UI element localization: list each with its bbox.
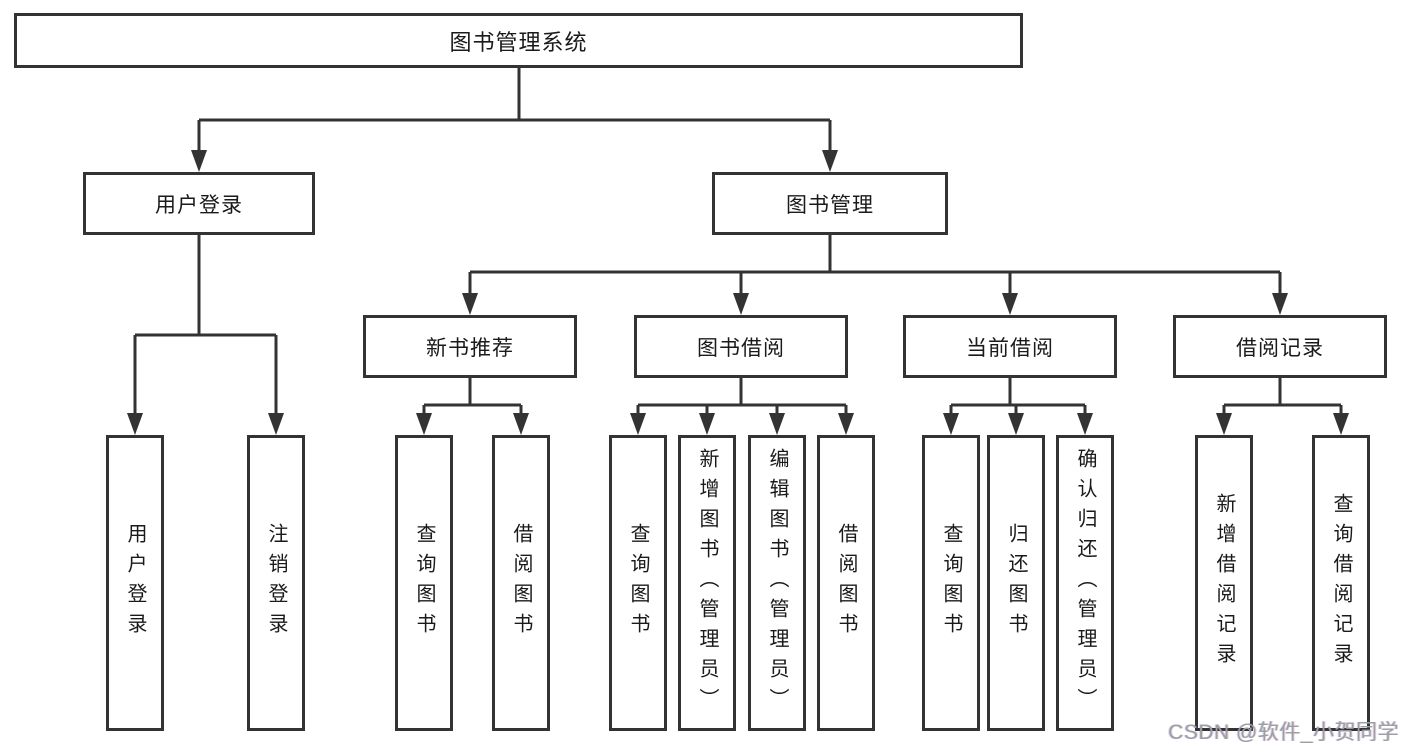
- node-leaf-cb-return-books-label: 归还图书: [1005, 523, 1027, 643]
- node-leaf-cb-query-books-label: 查询图书: [940, 523, 962, 643]
- node-leaf-br-query-record-label: 查询借阅记录: [1330, 493, 1352, 673]
- node-leaf-bb-add-books: 新增图书（管理员）: [678, 435, 736, 731]
- node-current-borrow-label: 当前借阅: [966, 336, 1054, 360]
- node-leaf-br-add-record-label: 新增借阅记录: [1213, 493, 1235, 673]
- node-leaf-br-query-record: 查询借阅记录: [1312, 435, 1370, 731]
- node-leaf-nb-borrow-books: 借阅图书: [492, 435, 550, 731]
- node-leaf-bb-borrow-books: 借阅图书: [817, 435, 875, 731]
- node-leaf-bb-edit-books: 编辑图书（管理员）: [748, 435, 806, 731]
- node-leaf-cb-return-books: 归还图书: [987, 435, 1045, 731]
- node-root: 图书管理系统: [14, 13, 1023, 68]
- node-leaf-nb-borrow-books-label: 借阅图书: [510, 523, 532, 643]
- node-leaf-logout-label: 注销登录: [265, 523, 287, 643]
- node-leaf-bb-add-books-label: 新增图书（管理员）: [696, 448, 718, 718]
- node-book-borrow: 图书借阅: [634, 315, 848, 378]
- csdn-watermark: CSDN @软件_小贺同学: [1168, 721, 1399, 744]
- node-leaf-bb-query-books-label: 查询图书: [627, 523, 649, 643]
- node-leaf-logout: 注销登录: [247, 435, 305, 731]
- node-leaf-user-login-label: 用户登录: [124, 523, 146, 643]
- node-leaf-cb-confirm-return-label: 确认归还（管理员）: [1074, 448, 1096, 718]
- node-leaf-nb-query-books-label: 查询图书: [413, 523, 435, 643]
- node-borrow-records-label: 借阅记录: [1236, 336, 1324, 360]
- node-current-borrow: 当前借阅: [903, 315, 1117, 378]
- node-borrow-records: 借阅记录: [1173, 315, 1387, 378]
- node-new-book-recommend: 新书推荐: [363, 315, 577, 378]
- node-leaf-bb-query-books: 查询图书: [609, 435, 667, 731]
- node-leaf-user-login: 用户登录: [106, 435, 164, 731]
- node-root-label: 图书管理系统: [449, 29, 588, 55]
- node-leaf-cb-confirm-return: 确认归还（管理员）: [1056, 435, 1114, 731]
- node-new-book-recommend-label: 新书推荐: [426, 336, 514, 360]
- node-leaf-bb-borrow-books-label: 借阅图书: [835, 523, 857, 643]
- arrowheads: [127, 150, 1349, 435]
- node-leaf-nb-query-books: 查询图书: [395, 435, 453, 731]
- node-leaf-bb-edit-books-label: 编辑图书（管理员）: [766, 448, 788, 718]
- node-book-borrow-label: 图书借阅: [697, 336, 785, 360]
- node-user-login-label: 用户登录: [155, 193, 243, 217]
- node-user-login: 用户登录: [83, 172, 315, 235]
- node-leaf-br-add-record: 新增借阅记录: [1195, 435, 1253, 731]
- node-book-management-label: 图书管理: [786, 193, 874, 217]
- node-leaf-cb-query-books: 查询图书: [922, 435, 980, 731]
- node-book-management: 图书管理: [712, 172, 948, 235]
